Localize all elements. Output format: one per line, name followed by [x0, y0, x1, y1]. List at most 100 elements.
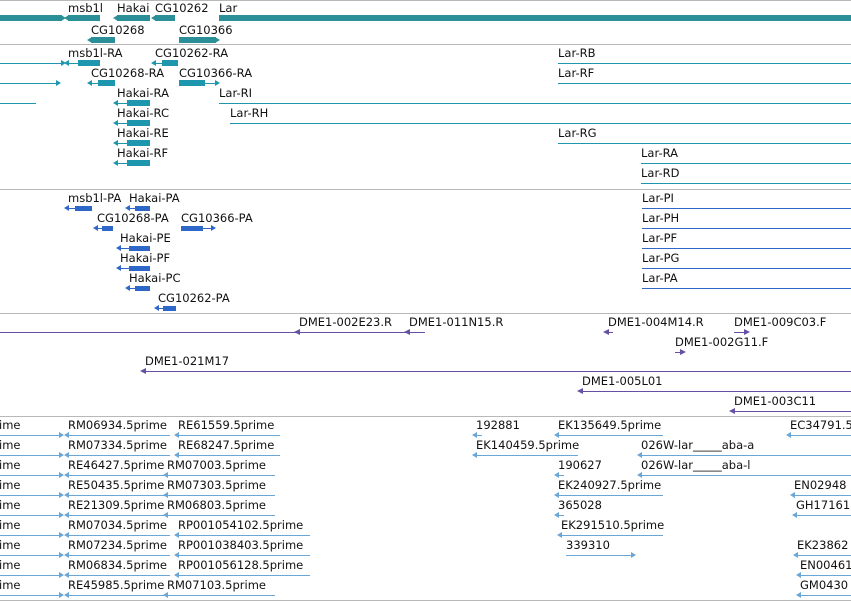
ests-feature[interactable]: EK291510.5prime: [557, 519, 664, 539]
transcripts-feature[interactable]: CG10262-RA: [151, 47, 228, 67]
clones-feature[interactable]: DME1-002G11.F: [675, 336, 768, 356]
transcripts-feature[interactable]: Hakai-RF: [113, 147, 168, 167]
ests-feature[interactable]: RM07334.5prime: [64, 439, 170, 459]
clones-feature[interactable]: DME1-003C11: [729, 395, 851, 415]
proteins-feature[interactable]: Lar-PA: [642, 272, 851, 292]
ests-feature[interactable]: ime: [0, 419, 64, 439]
ests-feature[interactable]: RM07234.5prime: [64, 539, 170, 559]
transcripts-feature[interactable]: Lar-RD: [641, 167, 851, 187]
genes-feature[interactable]: Lar: [219, 2, 851, 22]
transcripts-feature[interactable]: Lar-RG: [558, 127, 851, 147]
transcripts-feature[interactable]: Hakai-RA: [113, 87, 169, 107]
feature-label: Lar-PH: [642, 211, 680, 225]
ests-feature[interactable]: EN00461: [796, 559, 851, 579]
transcripts-feature[interactable]: Lar-RB: [558, 47, 851, 67]
proteins-feature[interactable]: Lar-PH: [642, 212, 851, 232]
transcripts-feature[interactable]: [0, 67, 61, 87]
ests-feature[interactable]: ime: [0, 519, 64, 539]
transcripts-feature[interactable]: [0, 87, 36, 107]
exon-block: [163, 306, 176, 311]
ests-feature[interactable]: RM06803.5prime: [163, 499, 275, 519]
proteins-feature[interactable]: Lar-PF: [642, 232, 851, 252]
ests-feature[interactable]: EN02948: [790, 479, 851, 499]
ests-feature[interactable]: 192881: [472, 419, 520, 439]
proteins-feature[interactable]: Hakai-PC: [125, 272, 181, 292]
ests-feature[interactable]: RE68247.5prime: [174, 439, 280, 459]
ests-feature[interactable]: EK140459.5prime: [472, 439, 579, 459]
ests-feature[interactable]: 339310: [566, 539, 636, 559]
feature-label: Lar-RG: [558, 126, 597, 140]
proteins-feature[interactable]: CG10268-PA: [93, 212, 169, 232]
proteins-feature[interactable]: Hakai-PE: [116, 232, 171, 252]
transcripts-feature[interactable]: [0, 47, 66, 67]
ests-feature[interactable]: ime: [0, 559, 64, 579]
genes-feature[interactable]: [0, 2, 66, 22]
ests-feature[interactable]: RM07103.5prime: [163, 579, 275, 599]
exon-block: [75, 206, 92, 211]
genes-feature[interactable]: CG10268: [87, 24, 145, 44]
proteins-feature[interactable]: CG10366-PA: [181, 212, 253, 232]
ests-feature[interactable]: ime: [0, 579, 64, 599]
ests-feature[interactable]: GH17161: [792, 499, 851, 519]
clones-feature[interactable]: DME1-009C03.F: [734, 316, 826, 336]
transcripts-feature[interactable]: Lar-RA: [641, 147, 851, 167]
genes-feature[interactable]: Hakai: [113, 2, 150, 22]
clones-feature[interactable]: DME1-005L01: [577, 375, 851, 395]
genes-feature[interactable]: CG10262: [151, 2, 209, 22]
proteins-feature[interactable]: msb1l-PA: [64, 192, 121, 212]
ests-feature[interactable]: 026W-lar_____aba-l: [637, 459, 851, 479]
feature-span: [641, 475, 851, 476]
ests-feature[interactable]: RE45985.5prime: [64, 579, 170, 599]
ests-feature[interactable]: RM06834.5prime: [64, 559, 170, 579]
feature-label: Hakai-PC: [129, 271, 181, 285]
genes-feature[interactable]: msb1l: [64, 2, 103, 22]
arrow-right-icon: [59, 592, 64, 598]
feature-span: [0, 83, 57, 84]
ests-feature[interactable]: RM07003.5prime: [163, 459, 275, 479]
ests-feature[interactable]: EK135649.5prime: [554, 419, 663, 439]
clones-feature[interactable]: DME1-004M14.R: [603, 316, 704, 336]
transcripts-feature[interactable]: msb1l-RA: [64, 47, 123, 67]
proteins-feature[interactable]: Hakai-PA: [125, 192, 180, 212]
ests-feature[interactable]: ime: [0, 499, 64, 519]
ests-feature[interactable]: EK23862: [793, 539, 851, 559]
proteins-feature[interactable]: Hakai-PF: [116, 252, 170, 272]
clones-feature[interactable]: DME1-002E23.R: [294, 316, 425, 336]
ests-feature[interactable]: RE61559.5prime: [174, 419, 280, 439]
ests-feature[interactable]: 365028: [554, 499, 602, 519]
ests-feature[interactable]: 026W-lar_____aba-a: [637, 439, 851, 459]
ests-feature[interactable]: ime: [0, 539, 64, 559]
ests-feature[interactable]: RP001038403.5prime: [174, 539, 310, 559]
proteins-feature[interactable]: Lar-PI: [642, 192, 851, 212]
transcripts-feature[interactable]: CG10268-RA: [87, 67, 164, 87]
ests-feature[interactable]: RE50435.5prime: [64, 479, 170, 499]
proteins-feature[interactable]: Lar-PG: [642, 252, 851, 272]
clones-feature[interactable]: DME1-021M17: [140, 355, 851, 375]
ests-feature[interactable]: GM0430: [796, 579, 851, 599]
ests-feature[interactable]: EC34791.5: [786, 419, 851, 439]
ests-feature[interactable]: RE46427.5prime: [64, 459, 170, 479]
ests-feature[interactable]: RM07034.5prime: [64, 519, 170, 539]
ests-feature[interactable]: RP001054102.5prime: [174, 519, 310, 539]
feature-label: ime: [0, 478, 21, 492]
ests-feature[interactable]: RM06934.5prime: [64, 419, 170, 439]
transcripts-feature[interactable]: Lar-RH: [230, 107, 851, 127]
ests-feature[interactable]: EK240927.5prime: [554, 479, 663, 499]
ests-feature[interactable]: ime: [0, 439, 64, 459]
genes-feature[interactable]: CG10366: [179, 24, 233, 44]
transcripts-feature[interactable]: Hakai-RE: [113, 127, 169, 147]
ests-feature[interactable]: 190627: [554, 459, 602, 479]
clones-feature[interactable]: [0, 316, 310, 336]
ests-feature[interactable]: RM07303.5prime: [163, 479, 275, 499]
proteins-feature[interactable]: CG10262-PA: [154, 292, 230, 312]
ests-feature[interactable]: ime: [0, 459, 64, 479]
transcripts-feature[interactable]: Hakai-RC: [113, 107, 169, 127]
clones-feature[interactable]: DME1-011N15.R: [404, 316, 503, 336]
feature-span: [641, 183, 851, 184]
ests-feature[interactable]: RE21309.5prime: [64, 499, 170, 519]
ests-feature[interactable]: ime: [0, 478, 64, 499]
ests-feature[interactable]: RP001056128.5prime: [174, 559, 310, 579]
transcripts-feature[interactable]: CG10366-RA: [179, 67, 252, 87]
transcripts-feature[interactable]: Lar-RI: [219, 87, 851, 107]
transcripts-feature[interactable]: Lar-RF: [558, 67, 851, 87]
